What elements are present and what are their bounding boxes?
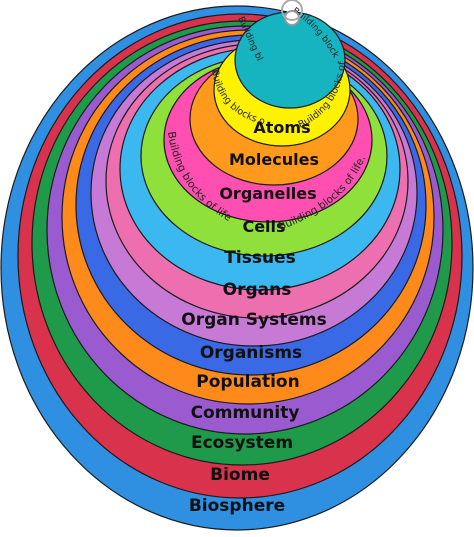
label-ecosystem: Ecosystem — [191, 433, 293, 453]
label-organ-systems: Organ Systems — [181, 310, 326, 330]
label-molecules: Molecules — [229, 150, 319, 169]
label-organs: Organs — [223, 280, 292, 300]
label-community: Community — [191, 403, 300, 423]
level-labels: Biosphere Biome Ecosystem Community Populati… — [181, 118, 326, 516]
label-biosphere: Biosphere — [189, 496, 285, 516]
label-organisms: Organisms — [200, 343, 302, 363]
ring-hole — [281, 0, 303, 26]
label-tissues: Tissues — [224, 248, 295, 268]
label-organelles: Organelles — [219, 184, 316, 203]
label-cells: Cells — [242, 217, 285, 236]
oval-rings — [0, 5, 474, 531]
label-atoms: Atoms — [253, 118, 310, 137]
label-biome: Biome — [210, 465, 270, 485]
label-population: Population — [196, 372, 299, 392]
